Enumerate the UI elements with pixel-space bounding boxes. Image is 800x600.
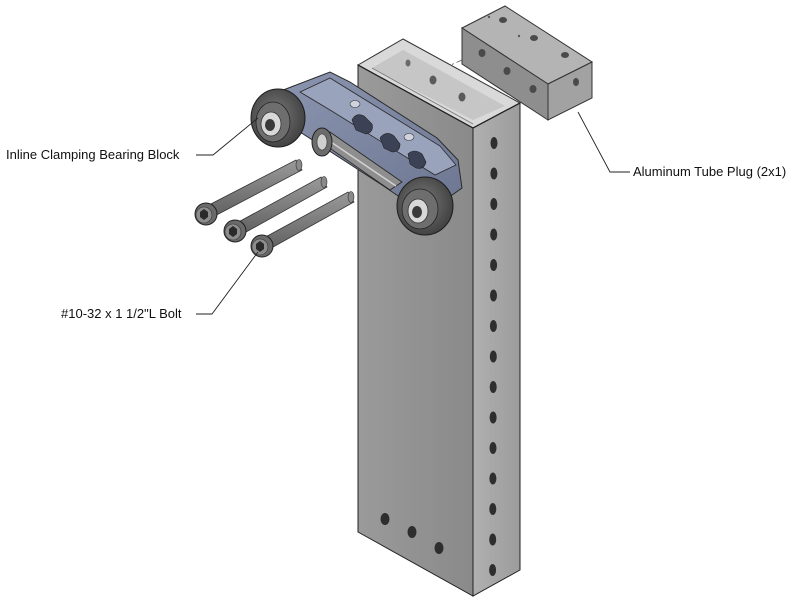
side-hole [490,167,498,180]
callout-tube-plug: Aluminum Tube Plug (2x1) [633,164,787,179]
bearing-wheel-left [250,88,306,148]
leader-lines [196,111,630,315]
leader-bolt [196,251,259,315]
side-hole-column [489,137,498,576]
inline-clamping-bearing-block [250,71,463,236]
bearing-wheel-right [396,176,454,236]
side-hole [490,198,498,210]
aluminum-tube-plug [461,5,594,121]
bolt [223,176,328,243]
callout-bolt: #10-32 x 1 1/2"L Bolt [61,306,182,321]
side-hole [489,442,497,454]
side-hole [489,564,497,576]
leader-tube-plug [577,111,630,173]
side-hole [490,228,498,241]
side-hole [489,411,497,424]
side-hole [490,137,498,149]
side-hole [489,533,497,546]
leader-bearing-block [196,117,259,156]
side-hole [489,381,497,393]
side-hole [489,472,497,485]
bolt [194,159,303,226]
bolt [250,191,355,258]
side-hole [489,350,497,363]
side-hole [490,289,497,302]
bolt-set [194,159,355,258]
callout-bearing-block: Inline Clamping Bearing Block [6,147,180,162]
side-hole [489,320,497,332]
side-hole [490,259,498,271]
side-hole [489,503,497,515]
